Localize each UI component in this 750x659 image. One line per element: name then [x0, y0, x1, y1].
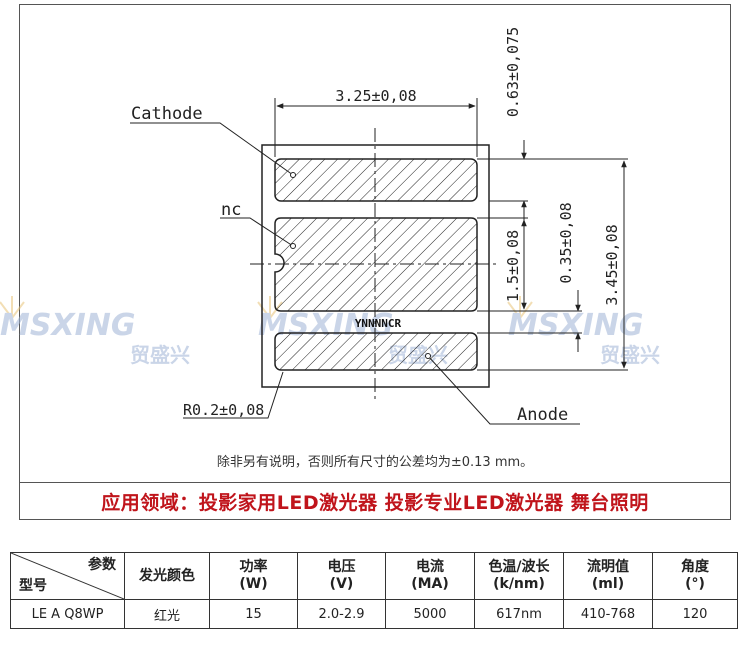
- cell-lumen: 410-768: [563, 599, 653, 629]
- anode-pad: [274, 332, 478, 371]
- callout-dots: [290, 172, 431, 359]
- watermark-brand-1: MSXING: [0, 308, 135, 343]
- drawing-panel: [19, 4, 731, 482]
- width-dimension-label: 3.25±0,08: [335, 87, 416, 105]
- cell-current: 5000: [385, 599, 475, 629]
- corner-header-cell: 参数 型号: [10, 552, 125, 600]
- header-color: 发光颜色: [124, 552, 210, 600]
- radius-label: R0.2±0,08: [183, 401, 264, 419]
- spec-table: 参数 型号 发光颜色 功率 (W) 电压 (V) 电流 (MA) 色温/波长 (…: [10, 552, 738, 629]
- cell-power: 15: [209, 599, 298, 629]
- corner-diagonal: [11, 553, 124, 599]
- application-banner: 应用领域：投影家用LED激光器 投影专业LED激光器 舞台照明: [19, 482, 731, 520]
- cell-color: 红光: [124, 599, 210, 629]
- watermark-brand-cn-1: 贸盛兴: [130, 343, 190, 367]
- header-angle: 角度 (°): [652, 552, 738, 600]
- header-voltage: 电压 (V): [297, 552, 386, 600]
- watermark-brand-3: MSXING: [508, 308, 643, 343]
- total-height-dimension-label: 3.45±0,08: [603, 224, 621, 305]
- watermark-brand-cn-3: 贸盛兴: [600, 343, 660, 367]
- corner-bottom-label: 型号: [19, 578, 47, 594]
- center-lines: [250, 128, 500, 400]
- pad-gap-dimension-label: 0.35±0,08: [557, 202, 575, 283]
- cell-model: LE A Q8WP: [10, 599, 125, 629]
- anode-label: Anode: [517, 405, 568, 425]
- tolerance-note: 除非另有说明，否则所有尺寸的公差均为±0.13 mm。: [217, 454, 533, 470]
- width-dimension: [274, 98, 478, 157]
- application-banner-text: 应用领域：投影家用LED激光器 投影专业LED激光器 舞台照明: [101, 491, 649, 514]
- cathode-pad: [274, 158, 478, 202]
- led-dimension-diagram: MSXING 贸盛兴 MSXING 贸盛兴 MSXING 贸盛兴 YNNNNCR: [0, 27, 660, 470]
- cell-angle: 120: [652, 599, 738, 629]
- middle-height-dimension-label: 1.5±0,08: [504, 230, 522, 302]
- nc-label: nc: [221, 200, 241, 220]
- watermark-sunburst-left: [0, 296, 25, 319]
- header-power: 功率 (W): [209, 552, 298, 600]
- header-current: 电流 (MA): [385, 552, 475, 600]
- callout-leaders: [130, 122, 580, 425]
- corner-top-label: 参数: [88, 557, 116, 573]
- spec-table-header-row: 参数 型号 发光颜色 功率 (W) 电压 (V) 电流 (MA) 色温/波长 (…: [10, 552, 738, 600]
- top-gap-dimension-label: 0.63±0,075: [504, 27, 522, 117]
- cell-wavelength: 617nm: [474, 599, 564, 629]
- cathode-label: Cathode: [131, 104, 203, 124]
- extension-lines: [477, 158, 628, 371]
- table-row: LE A Q8WP 红光 15 2.0-2.9 5000 617nm 410-7…: [10, 599, 738, 629]
- chip-marking: YNNNNCR: [355, 317, 402, 330]
- header-wavelength: 色温/波长 (k/nm): [474, 552, 564, 600]
- watermark-sunburst-right: [507, 296, 533, 319]
- cell-voltage: 2.0-2.9: [297, 599, 386, 629]
- header-lumen: 流明值 (ml): [563, 552, 653, 600]
